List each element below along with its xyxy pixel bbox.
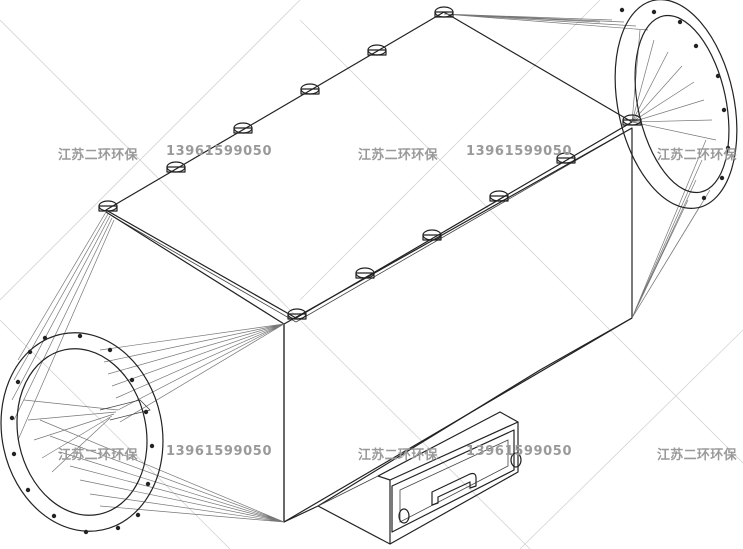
bottom-hopper: [283, 317, 633, 523]
bolt: [367, 44, 387, 56]
watermark-company: 江苏二环环保: [657, 448, 737, 463]
watermark-phone: 13961599050: [166, 444, 273, 459]
watermark-phone: 13961599050: [466, 144, 573, 159]
bolt: [166, 161, 186, 173]
bolt: [556, 152, 576, 164]
watermark-phone: 13961599050: [466, 444, 573, 459]
bolt: [287, 308, 307, 320]
lid-bolts: [98, 6, 642, 320]
bolt: [300, 83, 320, 95]
inlet-flange: [0, 332, 164, 532]
bolt: [355, 267, 375, 279]
watermark-company: 江苏二环环保: [58, 148, 138, 163]
drawer-handle: [431, 472, 477, 506]
watermark-company: 江苏二环环保: [58, 448, 138, 463]
watermark-company: 江苏二环环保: [358, 148, 438, 163]
watermark-phone: 13961599050: [166, 144, 273, 159]
outlet-flange-bolts: [619, 7, 731, 201]
bolt: [622, 114, 642, 126]
bolt: [489, 190, 509, 202]
bolt: [434, 6, 454, 18]
bolt: [422, 229, 442, 241]
outlet-transition: [443, 13, 717, 319]
outlet-flange: [614, 0, 738, 209]
watermark-company: 江苏二环环保: [657, 148, 737, 163]
inlet-transition: [11, 211, 285, 523]
drawer: [391, 429, 522, 533]
bolt: [233, 122, 253, 134]
inlet-flange-bolts: [9, 333, 155, 535]
watermark-company: 江苏二环环保: [358, 448, 438, 463]
bolt: [98, 200, 118, 212]
